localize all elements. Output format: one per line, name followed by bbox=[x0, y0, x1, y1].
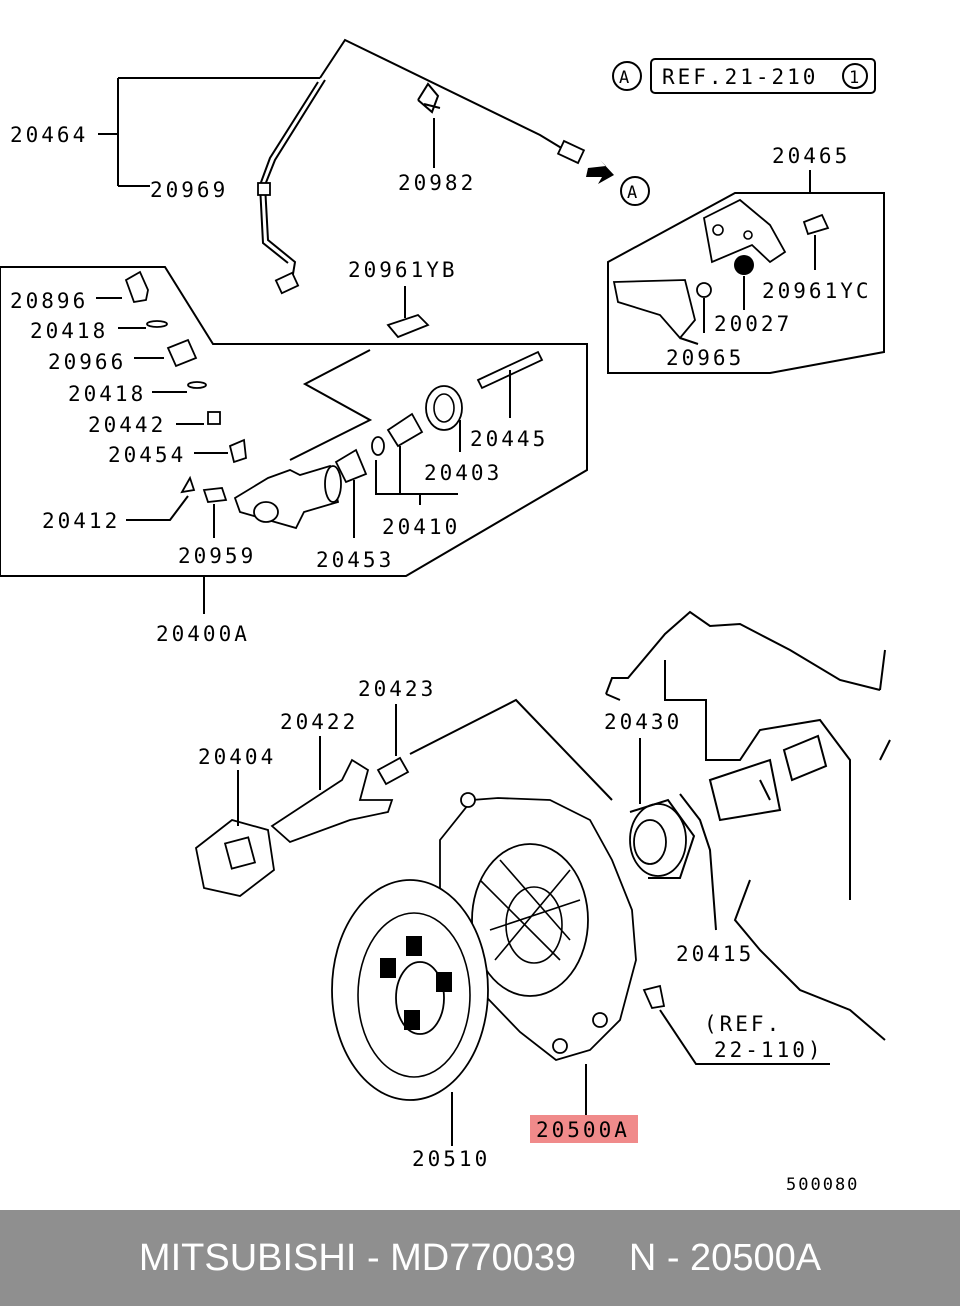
label-20445: 20445 bbox=[470, 427, 548, 451]
label-20415: 20415 bbox=[676, 942, 754, 966]
label-20969: 20969 bbox=[150, 178, 228, 202]
footer-part-text: MITSUBISHI - MD770039 N - 20500A bbox=[138, 1236, 822, 1279]
ref-22-110-line1: (REF. bbox=[704, 1012, 782, 1036]
parts-diagram: 20464 20969 20982 A REF.21-210 1 A 20465… bbox=[0, 38, 891, 1195]
label-20959: 20959 bbox=[178, 544, 256, 568]
label-20418-lower: 20418 bbox=[68, 382, 146, 406]
label-20422: 20422 bbox=[280, 710, 358, 734]
label-20403: 20403 bbox=[424, 461, 502, 485]
label-20465: 20465 bbox=[772, 144, 850, 168]
label-20961YC: 20961YC bbox=[762, 279, 872, 303]
ref-21-210-text: REF.21-210 bbox=[662, 65, 818, 89]
label-20966: 20966 bbox=[48, 350, 126, 374]
label-20896: 20896 bbox=[10, 289, 88, 313]
ref-marker-a-arrow: A bbox=[627, 183, 639, 203]
highlight-20500A bbox=[530, 1115, 638, 1143]
label-20464: 20464 bbox=[10, 123, 88, 147]
ref-21-210-callout: A REF.21-210 1 A bbox=[612, 58, 876, 206]
bracket-kit-20465 bbox=[607, 170, 885, 374]
label-20027: 20027 bbox=[714, 312, 792, 336]
label-20500A: 20500A bbox=[536, 1118, 630, 1142]
ref-21-210-number: 1 bbox=[849, 68, 861, 88]
ref-marker-a-top: A bbox=[619, 68, 631, 88]
cylinder-kit-20400A bbox=[0, 266, 588, 614]
label-20454: 20454 bbox=[108, 443, 186, 467]
label-20961YB: 20961YB bbox=[348, 258, 458, 282]
label-20442: 20442 bbox=[88, 413, 166, 437]
label-20412: 20412 bbox=[42, 509, 120, 533]
footer-banner: MITSUBISHI - MD770039 N - 20500A bbox=[0, 1210, 960, 1306]
label-20418-upper: 20418 bbox=[30, 319, 108, 343]
label-20965: 20965 bbox=[666, 346, 744, 370]
label-20404: 20404 bbox=[198, 745, 276, 769]
label-20430: 20430 bbox=[604, 710, 682, 734]
diagram-code: 500080 bbox=[786, 1175, 859, 1195]
ref-22-110-line2: 22-110) bbox=[714, 1038, 824, 1062]
clutch-components bbox=[195, 698, 830, 1146]
transmission-housing bbox=[605, 610, 891, 1041]
label-20510: 20510 bbox=[412, 1147, 490, 1171]
label-20453: 20453 bbox=[316, 548, 394, 572]
label-20982: 20982 bbox=[398, 171, 476, 195]
label-20400A: 20400A bbox=[156, 622, 250, 646]
label-20423: 20423 bbox=[358, 677, 436, 701]
clutch-line-group bbox=[98, 38, 614, 295]
label-20410: 20410 bbox=[382, 515, 460, 539]
